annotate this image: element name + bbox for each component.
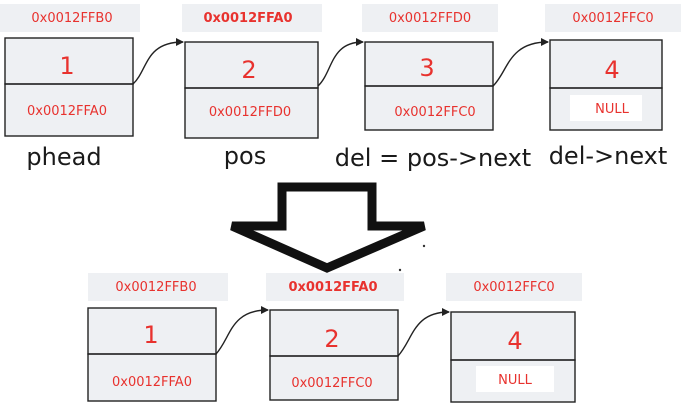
next-pointer: 0x0012FFD0	[209, 105, 291, 120]
address-highlight	[545, 4, 681, 32]
after-list: 0x0012FFB0 1 0x0012FFA0 0x0012FFA0 2 0x0…	[87, 273, 582, 403]
address-highlight	[182, 4, 322, 32]
node-address: 0x0012FFB0	[31, 11, 112, 26]
next-pointer: 0x0012FFC0	[291, 376, 372, 391]
dot-mark	[422, 244, 426, 248]
node-address: 0x0012FFA0	[289, 280, 378, 295]
node-value: 1	[59, 52, 74, 80]
node-address: 0x0012FFB0	[115, 280, 196, 295]
transition-down-arrow-icon	[230, 182, 426, 273]
node-value: 4	[604, 56, 619, 84]
node-shading	[270, 310, 398, 400]
next-cell	[184, 87, 319, 139]
before-list: 0x0012FFB0 1 0x0012FFA0 phead 0x0012FFA0…	[0, 4, 681, 172]
address-highlight	[446, 273, 582, 301]
before-node-1: 0x0012FFB0 1 0x0012FFA0 phead	[0, 4, 140, 171]
next-cell	[364, 85, 494, 131]
null-label-background	[476, 366, 554, 392]
link-arrow-2-to-3	[317, 38, 364, 87]
next-cell	[450, 359, 576, 403]
after-node-1: 0x0012FFB0 1 0x0012FFA0	[87, 273, 228, 402]
address-highlight	[0, 4, 140, 32]
link-arrow-2-to-4	[397, 308, 450, 357]
before-node-3: 0x0012FFD0 3 0x0012FFC0 del = pos->next	[335, 4, 531, 172]
next-cell	[269, 355, 399, 401]
node-caption: phead	[26, 143, 101, 171]
node-caption: del->next	[549, 142, 668, 170]
next-pointer: 0x0012FFC0	[394, 105, 475, 120]
node-shading	[185, 42, 318, 138]
node-caption: pos	[224, 142, 266, 170]
link-arrow-1-to-2	[132, 38, 184, 85]
address-highlight	[88, 273, 228, 301]
before-node-4: 0x0012FFC0 4 NULL del->next	[545, 4, 681, 170]
next-cell	[4, 83, 134, 137]
node-caption: del = pos->next	[335, 144, 531, 172]
node-shading	[5, 38, 133, 136]
node-value: 1	[143, 321, 158, 349]
node-address: 0x0012FFC0	[572, 11, 653, 26]
node-value: 2	[324, 325, 339, 353]
next-cell	[549, 87, 663, 131]
link-arrow-1-to-2	[215, 306, 269, 355]
before-node-2: 0x0012FFA0 2 0x0012FFD0 pos	[182, 4, 322, 170]
dot-mark	[398, 268, 402, 272]
next-pointer: 0x0012FFA0	[112, 375, 192, 390]
node-value: 4	[507, 327, 522, 355]
next-pointer: 0x0012FFA0	[27, 104, 107, 119]
link-arrow-3-to-4	[492, 38, 549, 87]
next-cell	[87, 353, 217, 402]
null-pointer: NULL	[498, 373, 532, 388]
node-value: 3	[419, 54, 434, 82]
null-pointer: NULL	[595, 102, 629, 117]
node-address: 0x0012FFA0	[204, 11, 293, 26]
node-value: 2	[241, 56, 256, 84]
after-node-2: 0x0012FFA0 2 0x0012FFC0	[266, 273, 404, 401]
null-label-background	[570, 95, 642, 121]
after-node-3: 0x0012FFC0 4 NULL	[446, 273, 582, 403]
address-highlight	[266, 273, 404, 301]
address-highlight	[362, 4, 498, 32]
node-address: 0x0012FFC0	[473, 280, 554, 295]
node-address: 0x0012FFD0	[389, 11, 471, 26]
